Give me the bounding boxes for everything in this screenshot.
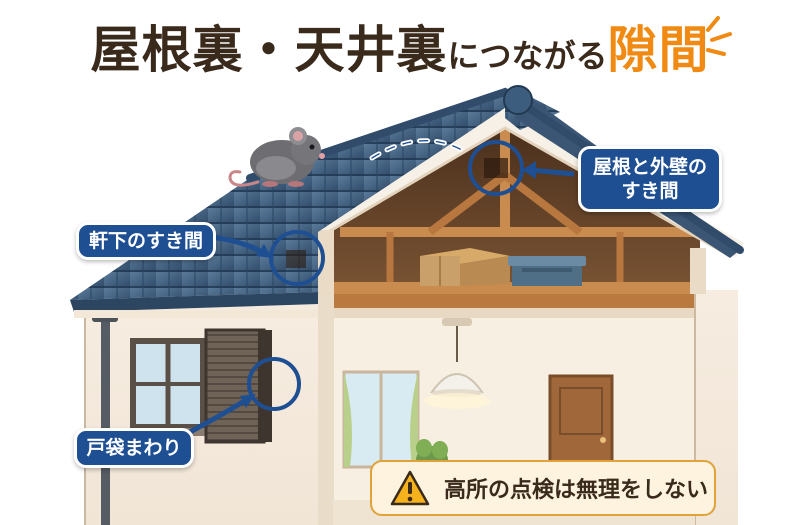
mouse-icon xyxy=(228,127,325,187)
warning-box: 高所の点検は無理をしない xyxy=(370,460,716,516)
callout-roof-wall-line1: 屋根と外壁の xyxy=(592,156,707,178)
callout-roof-wall-line2: すき間 xyxy=(621,180,679,202)
title-accent: 隙間 xyxy=(607,21,710,79)
movement-path xyxy=(369,138,465,161)
callout-eaves-label: 軒下のすき間 xyxy=(88,230,203,252)
warning-text: 高所の点検は無理をしない xyxy=(444,478,709,503)
interior-window xyxy=(342,370,420,469)
callout-roof-wall-gap: 屋根と外壁の すき間 xyxy=(578,146,722,212)
storage-bin-icon xyxy=(508,256,586,286)
callout-shutter-box: 戸袋まわり xyxy=(74,428,194,468)
callout-shutter-label: 戸袋まわり xyxy=(86,437,182,459)
arrow-roof-wall xyxy=(522,161,575,179)
warning-triangle-icon xyxy=(390,470,430,506)
title-part-1: 屋根裏・天井裏 xyxy=(90,21,448,79)
sparkle-icon xyxy=(706,16,732,56)
pendant-lamp-icon xyxy=(423,318,491,409)
attic-space xyxy=(323,124,700,294)
arrow-shutter xyxy=(188,394,256,435)
cardboard-box-icon xyxy=(420,248,510,286)
gap-marker-roof-wall xyxy=(468,140,524,196)
callout-eaves-gap: 軒下のすき間 xyxy=(76,222,216,260)
window xyxy=(124,338,214,436)
page-title: 屋根裏・天井裏につながる隙間 xyxy=(0,10,800,82)
title-part-2: につながる xyxy=(447,37,608,75)
gap-marker-eaves xyxy=(269,230,325,286)
gap-marker-shutter xyxy=(247,357,301,411)
shutter-box xyxy=(204,328,272,444)
